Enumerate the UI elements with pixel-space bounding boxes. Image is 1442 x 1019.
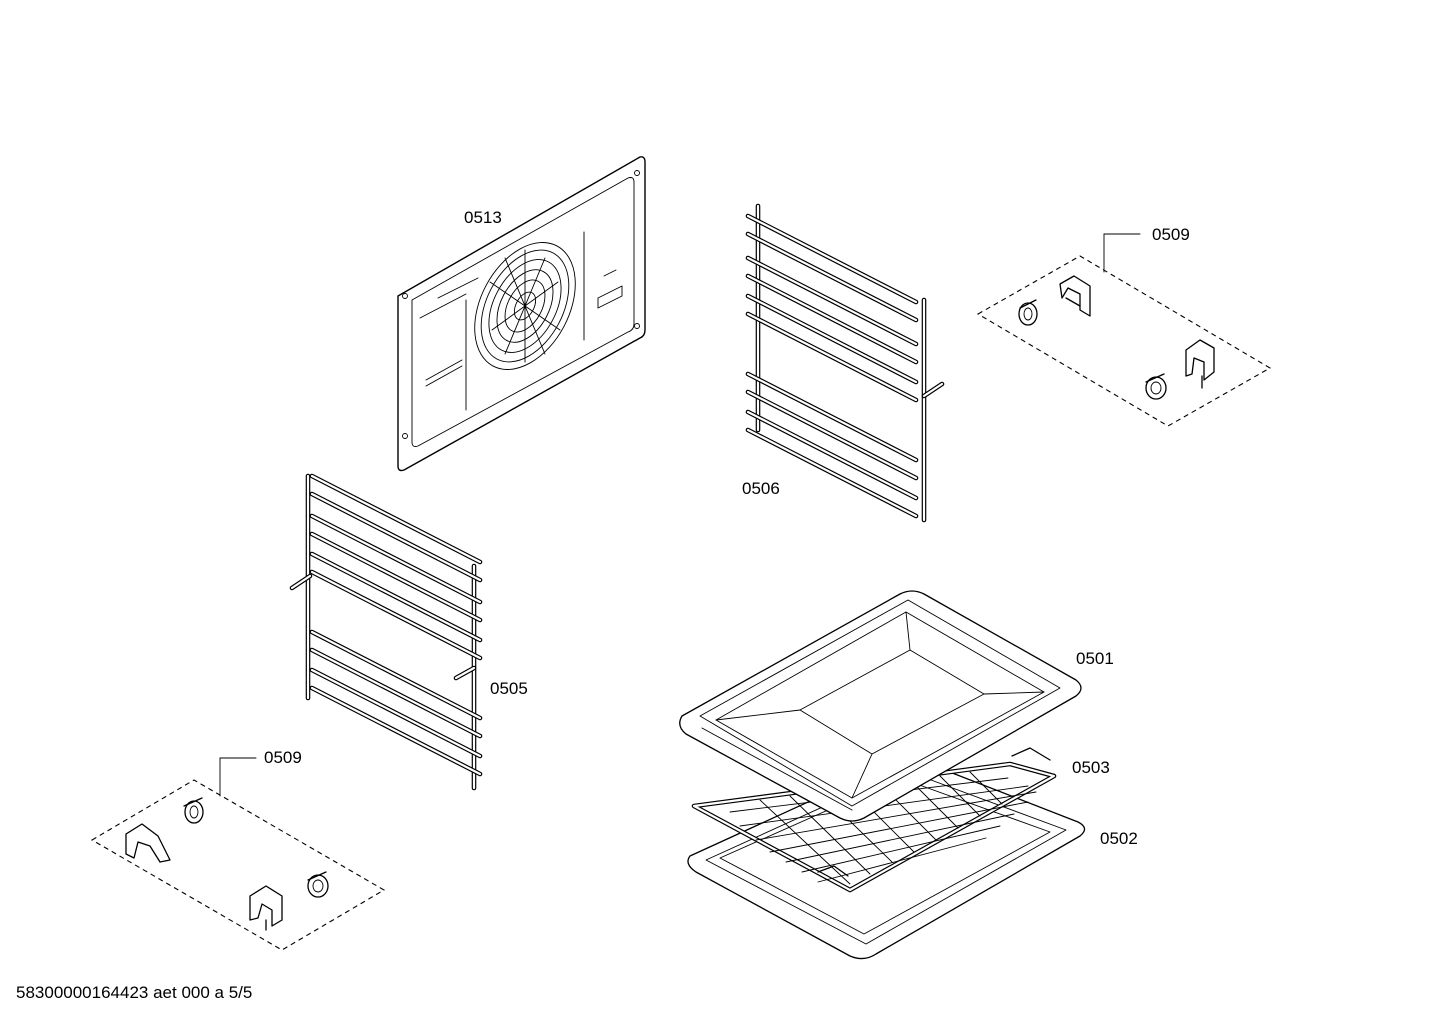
fan-icon <box>474 242 576 370</box>
grommet-icon <box>183 797 204 824</box>
label-0513: 0513 <box>464 208 502 227</box>
label-0506: 0506 <box>742 479 780 498</box>
clip-set-top <box>976 233 1272 427</box>
grommet-icon <box>1018 299 1038 326</box>
deep-baking-tray <box>679 590 1082 822</box>
clip-set-bottom <box>90 757 386 951</box>
document-code: 58300000164423 aet 000 a 5/5 <box>16 983 252 1002</box>
clip-icon <box>249 885 283 931</box>
right-shelf-rail <box>748 203 945 523</box>
label-0502: 0502 <box>1100 829 1138 848</box>
label-0509-top: 0509 <box>1152 225 1190 244</box>
label-0503: 0503 <box>1072 758 1110 777</box>
label-0501: 0501 <box>1076 649 1114 668</box>
label-0505: 0505 <box>490 679 528 698</box>
clip-icon <box>1059 275 1091 317</box>
label-0509-bottom: 0509 <box>264 748 302 767</box>
clip-icon <box>125 823 171 863</box>
left-shelf-rail <box>289 473 480 791</box>
grommet-icon <box>307 871 329 898</box>
back-panel-with-fan <box>397 156 646 472</box>
clip-icon <box>1185 339 1215 389</box>
grommet-icon <box>1145 373 1167 400</box>
